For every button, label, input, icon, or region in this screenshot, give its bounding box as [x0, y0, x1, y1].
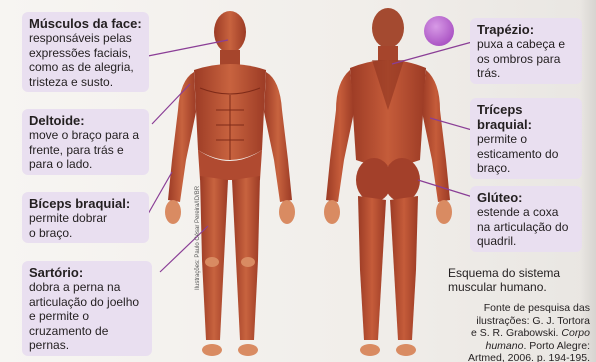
source-line: ilustrações: G. J. Tortora [430, 315, 590, 328]
figure-caption: Esquema do sistema muscular humano. [448, 266, 588, 294]
leader-biceps [148, 172, 172, 214]
label-desc-line: frente, para trás e [29, 143, 142, 158]
label-card-triceps: Tríceps braquial: permite o esticamento … [470, 98, 582, 179]
label-desc-line: responsáveis pelas [29, 31, 142, 46]
label-desc-line: cruzamento de [29, 324, 145, 339]
leader-gluteus [418, 180, 476, 198]
label-title: Trapézio [477, 22, 530, 37]
source-line: humano. Porto Alegre: [430, 340, 590, 353]
source-line: Artmed, 2006. p. 194-195. [430, 352, 590, 362]
label-desc-line: move o braço para a [29, 128, 142, 143]
caption-line: muscular humano. [448, 280, 588, 294]
source-line: Fonte de pesquisa das [430, 302, 590, 315]
label-card-sartorius: Sartório: dobra a perna na articulação d… [22, 261, 152, 356]
label-card-trapezius: Trapézio: puxa a cabeça e os ombros para… [470, 18, 582, 84]
label-title: Glúteo [477, 190, 518, 205]
label-desc-line: puxa a cabeça e [477, 37, 575, 52]
label-desc-line: o braço. [29, 226, 142, 241]
label-desc-line: dobra a perna na [29, 280, 145, 295]
label-desc-line: trás. [477, 66, 575, 81]
label-title: Sartório [29, 265, 79, 280]
source-note: Fonte de pesquisa das ilustrações: G. J.… [430, 302, 590, 362]
label-title: Deltoide [29, 113, 80, 128]
label-title: Bíceps braquial [29, 196, 126, 211]
illustration-credit: Ilustrações: Paulo César Pereira/ID/BR [195, 186, 201, 290]
label-title: Tríceps braquial [477, 102, 528, 132]
label-card-face: Músculos da face: responsáveis pelas exp… [22, 12, 149, 92]
leader-deltoid [152, 84, 190, 124]
label-desc-line: permite o [477, 132, 575, 147]
leader-triceps [430, 118, 472, 130]
label-desc-line: estende a coxa [477, 205, 575, 220]
label-desc-line: braço. [477, 161, 575, 176]
page-edge-shadow [580, 0, 596, 362]
label-desc-line: na articulação do [477, 220, 575, 235]
leader-trapezius [392, 42, 472, 64]
label-card-deltoid: Deltoide: move o braço para a frente, pa… [22, 109, 149, 175]
label-desc-line: pernas. [29, 338, 145, 353]
label-desc-line: quadril. [477, 234, 575, 249]
label-desc-line: como as de alegria, [29, 60, 142, 75]
label-card-biceps: Bíceps braquial: permite dobrar o braço. [22, 192, 149, 243]
caption-line: Esquema do sistema [448, 266, 588, 280]
source-line: e S. R. Grabowski. Corpo [430, 327, 590, 340]
label-title: Músculos da face [29, 16, 137, 31]
label-desc-line: permite dobrar [29, 211, 142, 226]
label-desc-line: tristeza e susto. [29, 75, 142, 90]
label-desc-line: expressões faciais, [29, 46, 142, 61]
label-desc-line: articulação do joelho [29, 295, 145, 310]
label-desc-line: para o lado. [29, 157, 142, 172]
label-desc-line: e permite o [29, 309, 145, 324]
label-desc-line: esticamento do [477, 147, 575, 162]
label-desc-line: os ombros para [477, 52, 575, 67]
label-card-gluteus: Glúteo: estende a coxa na articulação do… [470, 186, 582, 252]
leader-face [148, 40, 228, 56]
connection-badge-icon [424, 16, 454, 46]
